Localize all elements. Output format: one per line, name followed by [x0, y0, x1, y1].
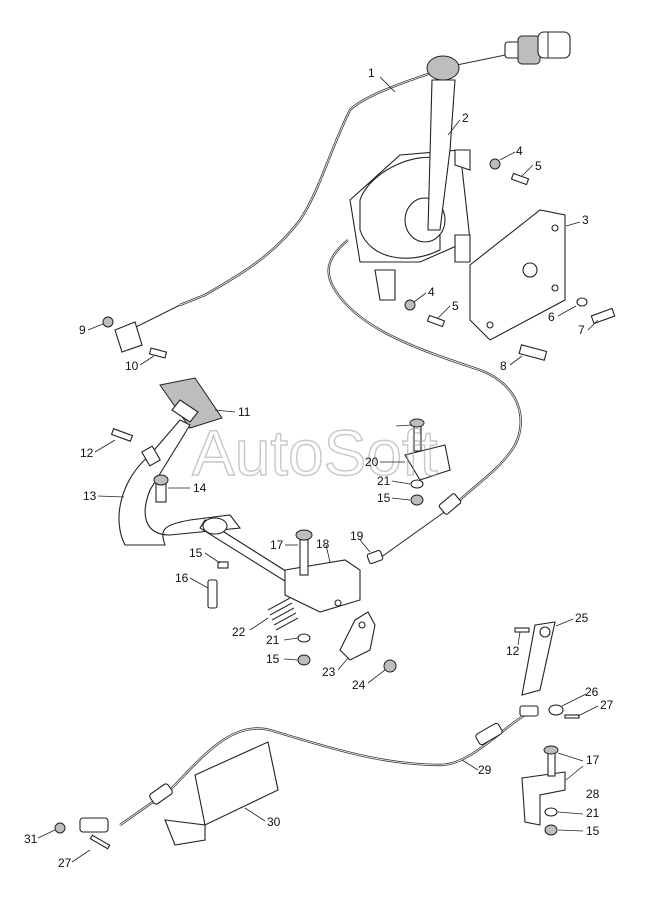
callout-8: 8: [500, 359, 507, 373]
cable-clamp: [102, 316, 168, 359]
callout-4: 4: [428, 285, 435, 299]
callout-26: 26: [585, 685, 599, 699]
control-cable: [327, 239, 522, 559]
leader-lines: [37, 76, 599, 863]
bracket-28: [521, 745, 566, 836]
nut-24: [383, 659, 397, 673]
callout-27: 27: [58, 856, 72, 870]
callout-21: 21: [266, 633, 280, 647]
callout-17: 17: [586, 753, 600, 767]
washer-21a: [297, 633, 311, 643]
callout-5: 5: [535, 159, 542, 173]
callout-6: 6: [548, 310, 555, 324]
callout-15: 15: [586, 824, 600, 838]
callout-16: 16: [175, 571, 189, 585]
callout-20: 20: [365, 455, 379, 469]
bolt-5b: [426, 314, 446, 328]
callout-18: 18: [316, 537, 330, 551]
pedal-pad-11: [159, 377, 223, 429]
bolt-8: [518, 344, 548, 361]
callout-22: 22: [232, 625, 246, 639]
callout-1: 1: [368, 66, 375, 80]
nut-4b: [404, 299, 416, 311]
callout-12: 12: [506, 644, 520, 658]
callout-3: 3: [582, 213, 589, 227]
bolt-5a: [510, 172, 530, 186]
cable-end-31: [54, 817, 111, 850]
link-23: [339, 611, 376, 661]
callout-11: 11: [238, 405, 251, 419]
watermark: AutoSoft: [192, 417, 438, 489]
stop-14: [153, 474, 169, 503]
link-25: [514, 621, 580, 719]
callout-2: 2: [462, 111, 469, 125]
bracket-30: [164, 741, 279, 846]
callout-10: 10: [125, 359, 139, 373]
nut-15a: [297, 654, 311, 666]
cable-29: [119, 705, 539, 826]
callout-15: 15: [377, 491, 391, 505]
callout-17: 17: [270, 538, 284, 552]
pedal-arm-13: [118, 419, 242, 546]
callout-23: 23: [322, 665, 336, 679]
fitting-19: [366, 549, 384, 565]
control-lever: [426, 55, 471, 231]
bolt-7: [590, 307, 616, 325]
spring-22: [267, 597, 299, 631]
callout-15: 15: [189, 546, 203, 560]
callout-13: 13: [83, 489, 97, 503]
callout-21: 21: [377, 474, 391, 488]
callout-14: 14: [193, 481, 207, 495]
callout-28: 28: [586, 787, 600, 801]
bracket-18: [284, 529, 361, 613]
callout-9: 9: [79, 323, 86, 337]
callout-27: 27: [600, 698, 614, 712]
callout-5: 5: [452, 299, 459, 313]
nut-4a: [489, 158, 501, 170]
callout-30: 30: [267, 815, 281, 829]
callout-19: 19: [350, 529, 364, 543]
callout-24: 24: [352, 678, 366, 692]
callout-7: 7: [578, 323, 585, 337]
callout-21: 21: [586, 806, 600, 820]
callout-31: 31: [24, 832, 38, 846]
callout-labels: 1 2 3 4 5 4 5 6 7 8 9 10 11 12 13 14 15 …: [24, 66, 614, 870]
mounting-plate-3: [469, 209, 566, 341]
callout-25: 25: [575, 611, 589, 625]
callout-15: 15: [266, 652, 280, 666]
bracket-20: [404, 418, 451, 506]
cable-end-knob: [504, 31, 571, 65]
callout-29: 29: [478, 763, 492, 777]
pin-12a: [110, 428, 134, 442]
throttle-cable-1: [129, 51, 521, 331]
callout-4: 4: [516, 144, 523, 158]
pedal-shaft: [199, 517, 301, 609]
washer-6: [576, 297, 588, 307]
callout-12: 12: [80, 446, 94, 460]
lever-housing: [349, 149, 471, 301]
